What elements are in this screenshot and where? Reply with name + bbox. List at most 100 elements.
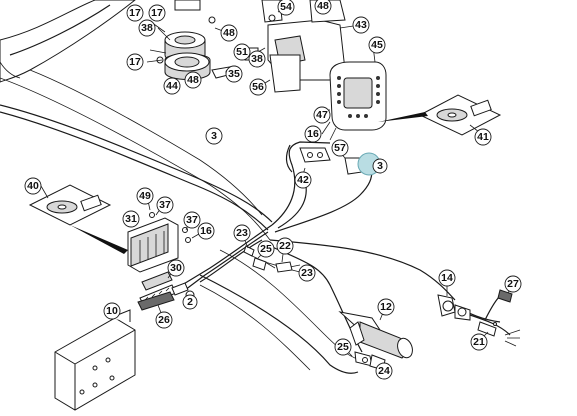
software-pack-40 (28, 184, 128, 254)
software-pack-41 (378, 94, 502, 136)
callout-16: 16 (197, 222, 215, 240)
callout-37: 37 (183, 211, 201, 229)
callout-label: 54 (280, 1, 292, 13)
callout-47: 47 (313, 106, 331, 124)
callout-25: 25 (257, 240, 275, 258)
callout-17: 17 (126, 4, 144, 22)
callout-label: 41 (477, 131, 489, 143)
callout-31: 31 (122, 210, 140, 228)
callout-label: 3 (211, 130, 217, 142)
callout-40: 40 (24, 177, 42, 195)
callout-label: 17 (129, 56, 141, 68)
callout-label: 48 (223, 27, 235, 39)
callout-label: 45 (371, 39, 383, 51)
callout-label: 47 (316, 109, 328, 121)
callout-16: 16 (304, 125, 322, 143)
callout-label: 10 (106, 305, 118, 317)
callout-label: 40 (27, 180, 39, 192)
callout-label: 37 (159, 199, 171, 211)
callout-45: 45 (368, 36, 386, 54)
cable-end-21 (469, 289, 521, 347)
callout-group: 17 17 54 48 43 38 48 51 45 17 38 35 44 4… (24, 0, 522, 380)
bracket-42 (285, 144, 363, 175)
callout-label: 30 (170, 262, 182, 274)
callout-35: 35 (225, 65, 243, 83)
callout-42: 42 (294, 171, 312, 189)
callout-label: 49 (139, 190, 151, 202)
connector-14 (437, 285, 471, 321)
callout-54: 54 (277, 0, 295, 16)
callout-27: 27 (504, 275, 522, 293)
callout-49: 49 (136, 187, 154, 205)
callout-26: 26 (155, 311, 173, 329)
callout-3: 3 (372, 158, 388, 174)
callout-label: 57 (334, 142, 346, 154)
mount-assembly (149, 0, 241, 80)
callout-51: 51 (233, 43, 251, 61)
callout-label: 16 (200, 225, 212, 237)
main-harness-3 (0, 69, 273, 241)
display-console (329, 61, 387, 141)
callout-48: 48 (220, 24, 238, 42)
callout-label: 3 (377, 160, 383, 172)
callout-41: 41 (474, 128, 492, 146)
control-module-31 (127, 212, 191, 273)
callout-label: 38 (141, 22, 153, 34)
callout-label: 48 (187, 74, 199, 86)
callout-label: 23 (301, 267, 313, 279)
callout-48: 48 (184, 71, 202, 89)
callout-12: 12 (377, 298, 395, 316)
callout-17: 17 (126, 53, 144, 71)
callout-label: 14 (441, 272, 453, 284)
callout-label: 44 (166, 80, 178, 92)
callout-label: 56 (252, 81, 264, 93)
callout-23: 23 (298, 264, 316, 282)
callout-label: 16 (307, 128, 319, 140)
callout-label: 21 (473, 336, 485, 348)
callout-label: 48 (317, 0, 329, 12)
callout-label: 35 (228, 68, 240, 80)
callout-24: 24 (375, 362, 393, 380)
callout-label: 42 (297, 174, 309, 186)
callout-label: 22 (279, 240, 291, 252)
mounting-bracket-10 (54, 308, 136, 411)
callout-label: 38 (251, 53, 263, 65)
callout-21: 21 (470, 333, 488, 351)
callout-label: 25 (260, 243, 272, 255)
callout-30: 30 (167, 259, 185, 277)
callout-17: 17 (148, 4, 166, 22)
callout-label: 12 (380, 301, 392, 313)
callout-10: 10 (103, 302, 121, 320)
callout-38: 38 (138, 19, 156, 37)
callout-label: 31 (125, 213, 137, 225)
callout-23: 23 (233, 224, 251, 242)
callout-48: 48 (314, 0, 332, 15)
boom-tube (0, 0, 136, 83)
callout-25: 25 (334, 338, 352, 356)
callout-2: 2 (182, 294, 198, 310)
callout-label: 24 (378, 365, 390, 377)
part-26 (137, 291, 175, 311)
callout-label: 37 (186, 214, 198, 226)
callout-57: 57 (331, 139, 349, 157)
callout-44: 44 (163, 77, 181, 95)
callout-37: 37 (156, 196, 174, 214)
callout-label: 17 (151, 7, 163, 19)
sensor-12 (338, 311, 413, 359)
callout-3: 3 (205, 127, 223, 145)
callout-label: 23 (236, 227, 248, 239)
callout-label: 2 (187, 296, 193, 308)
callout-label: 17 (129, 7, 141, 19)
callout-label: 26 (158, 314, 170, 326)
callout-22: 22 (276, 237, 294, 255)
callout-14: 14 (438, 269, 456, 287)
callout-label: 51 (236, 46, 248, 58)
callout-label: 25 (337, 341, 349, 353)
callout-label: 27 (507, 278, 519, 290)
callout-label: 43 (355, 19, 367, 31)
callout-43: 43 (352, 16, 370, 34)
callout-56: 56 (249, 78, 267, 96)
callout-38: 38 (248, 50, 266, 68)
